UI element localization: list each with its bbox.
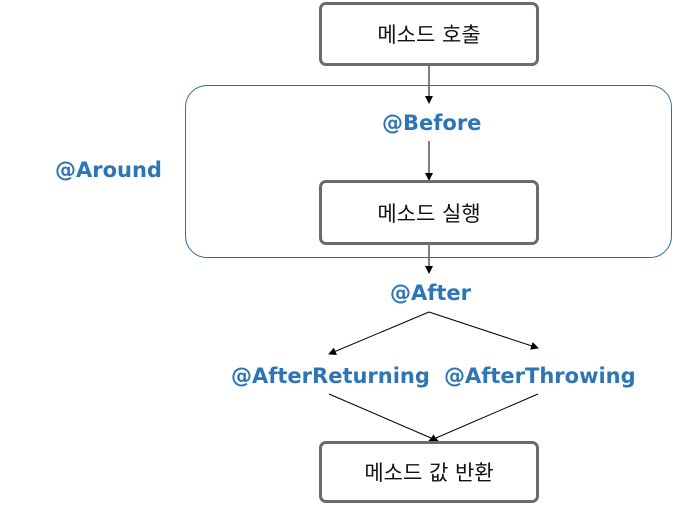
method-exec-box: 메소드 실행 bbox=[319, 180, 539, 245]
arrow-throwing-to-return bbox=[428, 393, 539, 442]
after-advice-label: @After bbox=[390, 281, 472, 305]
before-advice-label: @Before bbox=[382, 111, 482, 135]
around-advice-label: @Around bbox=[55, 158, 162, 182]
method-return-label: 메소드 값 반환 bbox=[364, 461, 494, 485]
around-advice-region bbox=[185, 85, 672, 258]
method-call-label: 메소드 호출 bbox=[377, 23, 481, 47]
method-return-box: 메소드 값 반환 bbox=[319, 441, 539, 503]
after-returning-advice-label: @AfterReturning bbox=[231, 364, 430, 388]
arrow-returning-to-return bbox=[328, 393, 439, 442]
arrow-after-to-throwing bbox=[428, 311, 539, 350]
after-throwing-advice-label: @AfterThrowing bbox=[444, 364, 636, 388]
method-call-box: 메소드 호출 bbox=[319, 2, 539, 66]
method-exec-label: 메소드 실행 bbox=[377, 201, 481, 226]
arrow-after-to-returning bbox=[328, 311, 430, 355]
